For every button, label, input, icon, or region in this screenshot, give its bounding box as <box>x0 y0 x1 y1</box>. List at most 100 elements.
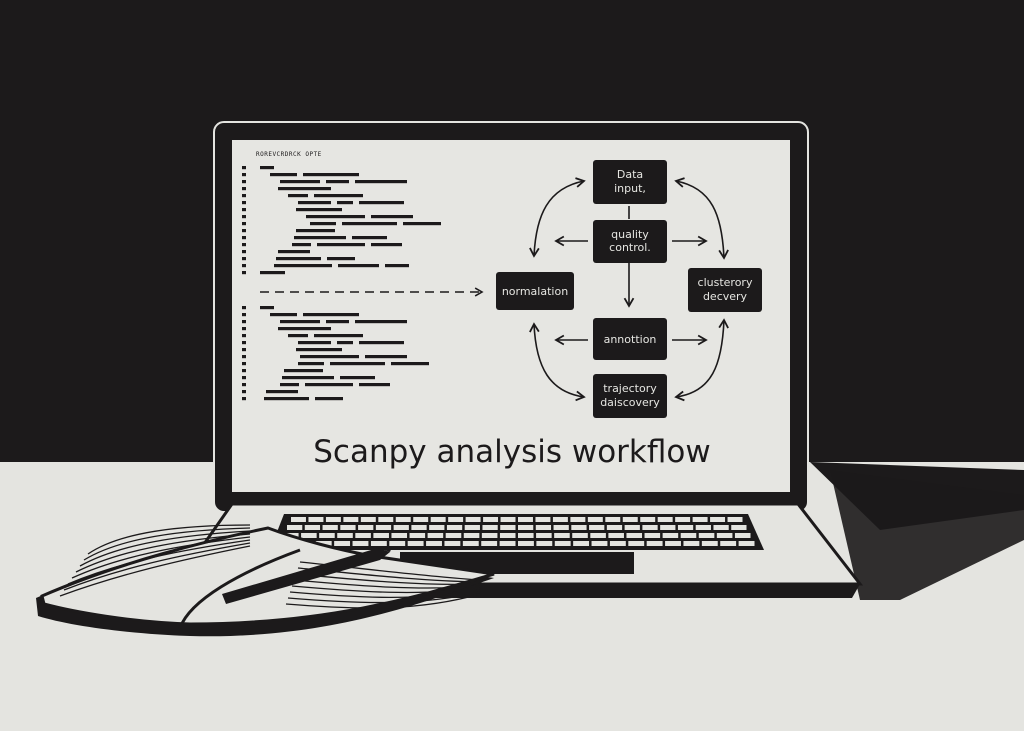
keyboard-key <box>465 517 481 522</box>
code-line <box>317 243 365 247</box>
keyboard-key <box>553 525 569 530</box>
code-gutter-mark <box>242 208 246 212</box>
box-data-input: Data input, <box>593 160 667 204</box>
code-gutter-mark <box>242 257 246 261</box>
keyboard-key <box>500 525 516 530</box>
keyboard-key <box>409 533 426 538</box>
code-line <box>385 264 409 268</box>
code-line <box>288 194 308 198</box>
page-line <box>83 527 251 561</box>
code-gutter-mark <box>242 362 246 366</box>
keyboard-key <box>662 533 679 538</box>
keyboard-key <box>536 533 552 538</box>
keyboard-key <box>536 541 553 546</box>
keyboard-key <box>677 525 694 530</box>
code-line <box>284 369 323 373</box>
keyboard-key <box>734 533 751 538</box>
code-line <box>276 257 321 261</box>
keyboard-key <box>391 533 408 538</box>
page-line <box>293 579 481 589</box>
keyboard-key <box>430 517 446 522</box>
page-line <box>299 561 481 581</box>
code-line <box>310 222 336 226</box>
keyboard-key <box>640 517 656 522</box>
pen <box>222 547 392 604</box>
keyboard-key <box>646 541 663 546</box>
keyboard-key <box>426 541 442 546</box>
keyboard-key <box>444 541 461 546</box>
code-gutter-mark <box>242 222 246 226</box>
code-gutter-mark <box>242 383 246 387</box>
code-gutter-mark <box>242 201 246 205</box>
keyboard-key <box>413 517 429 522</box>
code-line <box>298 201 331 205</box>
code-line <box>270 313 297 317</box>
svg-text:decvery: decvery <box>703 290 748 303</box>
code-gutter-mark <box>242 313 246 317</box>
page-line <box>287 591 481 604</box>
keyboard-key <box>727 517 743 522</box>
code-line <box>260 166 274 170</box>
keyboard-key <box>738 541 755 546</box>
code-line <box>371 243 402 247</box>
code-line <box>282 376 334 380</box>
code-gutter-mark <box>242 341 246 345</box>
keyboard-key <box>665 541 681 546</box>
page-line <box>285 593 481 609</box>
code-line <box>305 383 353 387</box>
code-line <box>355 180 407 184</box>
code-line <box>260 306 274 310</box>
keyboard-key <box>518 525 534 530</box>
keyboard-key <box>355 533 371 538</box>
box-clustering: clusterory decvery <box>688 268 762 312</box>
svg-text:input,: input, <box>614 182 646 195</box>
keyboard-keys <box>279 517 755 546</box>
code-line <box>278 250 310 254</box>
code-line <box>326 180 349 184</box>
code-gutter-mark <box>242 271 246 275</box>
keyboard-key <box>483 517 499 522</box>
code-gutter-mark <box>242 327 246 331</box>
keyboard-key <box>378 517 394 522</box>
keyboard-key <box>462 541 479 546</box>
keyboard-key <box>683 541 700 546</box>
code-line <box>292 243 311 247</box>
keyboard-key <box>554 541 571 546</box>
code-line <box>337 341 353 345</box>
code-gutter-mark <box>242 369 246 373</box>
keyboard-key <box>710 517 726 522</box>
keyboard-key <box>322 525 338 530</box>
code-header: ROREVCRDRCK OPTE <box>256 151 322 158</box>
keyboard-key <box>373 533 389 538</box>
keyboard-key <box>675 517 691 522</box>
code-gutter-mark <box>242 180 246 184</box>
code-line <box>314 194 363 198</box>
keyboard-key <box>657 517 673 522</box>
code-gutter-mark <box>242 390 246 394</box>
keyboard-key <box>375 525 392 530</box>
keyboard-key <box>446 525 463 530</box>
code-line <box>294 236 346 240</box>
code-line <box>330 362 385 366</box>
page-line <box>289 589 481 599</box>
keyboard-key <box>393 525 409 530</box>
code-line <box>327 257 355 261</box>
keyboard-key <box>482 525 498 530</box>
keyboard-key <box>573 541 590 546</box>
code-line <box>391 362 429 366</box>
laptop <box>173 121 864 598</box>
keyboard-key <box>605 517 621 522</box>
keyboard-key <box>572 533 588 538</box>
svg-text:annottion: annottion <box>604 333 657 346</box>
keyboard-key <box>445 533 462 538</box>
screen-caption: Scanpy analysis workflow <box>313 434 710 470</box>
keyboard-key <box>464 525 480 530</box>
code-line <box>359 383 390 387</box>
keyboard-key <box>622 517 638 522</box>
page-line <box>79 530 251 567</box>
code-line <box>280 180 320 184</box>
keyboard-key <box>608 533 624 538</box>
keyboard-key <box>500 517 516 522</box>
keyboard-key <box>429 525 445 530</box>
